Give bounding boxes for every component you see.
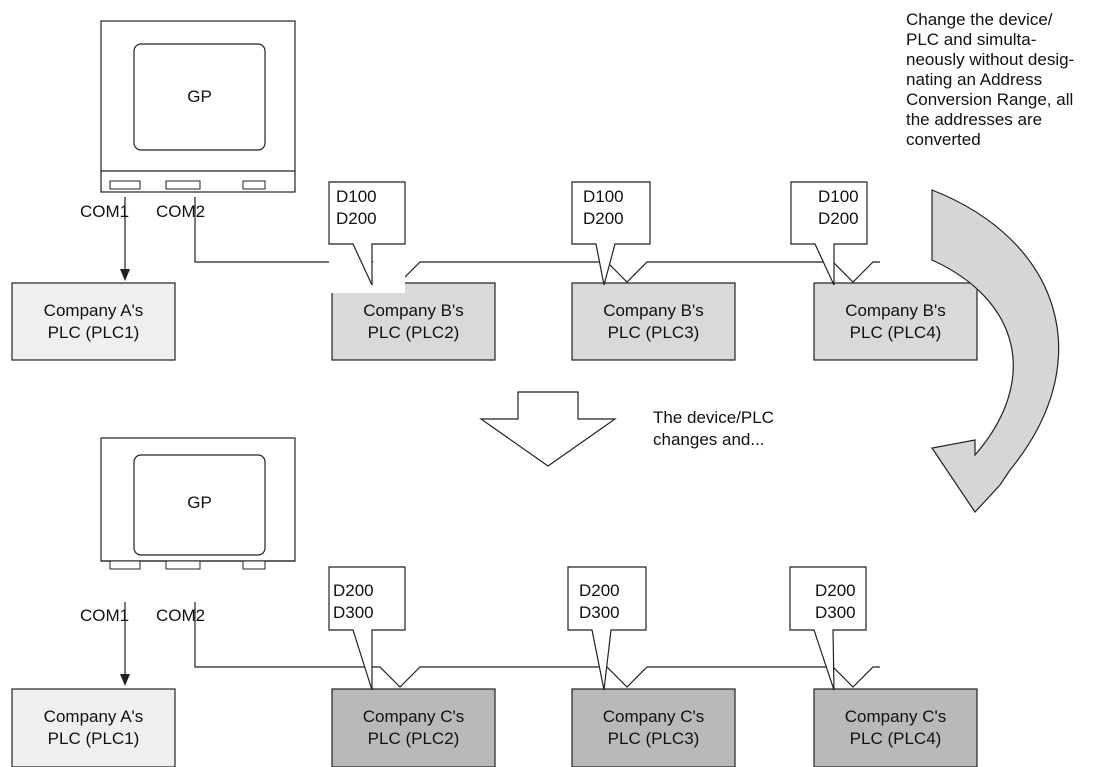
gp-unit-top xyxy=(100,20,296,193)
com2-label-bottom: COM2 xyxy=(156,606,206,625)
plc3-label-top: Company B's PLC (PLC3) xyxy=(603,301,704,342)
address-top-plc2: D100 D200 xyxy=(336,187,377,228)
plc2-label-bottom: Company C's PLC (PLC2) xyxy=(362,707,465,748)
gp-label-bottom: GP xyxy=(187,493,212,512)
plc1-label-bottom: Company A's PLC (PLC1) xyxy=(43,707,144,748)
callout-top-1 xyxy=(329,232,405,293)
com1-label-bottom: COM1 xyxy=(80,606,130,625)
callout-bottom-plc4 xyxy=(789,566,867,691)
callout-bottom-plc2 xyxy=(328,566,406,691)
callout-top-plc3 xyxy=(571,181,651,286)
com2-port-bottom xyxy=(165,560,201,570)
gp-screen-bottom xyxy=(133,454,266,556)
address-bottom-plc2: D200 D300 xyxy=(333,581,374,622)
port-3-top xyxy=(242,180,266,190)
side-note: Change the device/ PLC and simulta- neou… xyxy=(906,10,1075,149)
plc4-label-top: Company B's PLC (PLC4) xyxy=(845,301,946,342)
down-arrow xyxy=(479,391,617,467)
arrow-head-top xyxy=(120,269,130,281)
gp-unit-bottom xyxy=(100,437,296,570)
plc3-label-bottom: Company C's PLC (PLC3) xyxy=(602,707,705,748)
plc2-box-top xyxy=(331,282,496,361)
callout-top-plc2 xyxy=(328,181,406,286)
plc2-box-bottom xyxy=(331,688,496,767)
callout-bottom-plc3 xyxy=(567,566,647,691)
gp-label-top: GP xyxy=(187,87,212,106)
address-bottom-plc4: D200 D300 xyxy=(815,581,856,622)
change-note: The device/PLC changes and... xyxy=(653,408,774,449)
bus-line-bottom xyxy=(194,602,880,688)
port-3-bottom xyxy=(242,560,266,570)
curved-arrow xyxy=(930,189,1060,513)
gp-screen-top xyxy=(133,43,266,151)
address-bottom-plc3: D200 D300 xyxy=(579,581,620,622)
plc1-box-bottom xyxy=(11,688,176,767)
plc3-box-top xyxy=(571,282,736,361)
com2-port-top xyxy=(165,180,201,190)
callout-top-plc4 xyxy=(790,181,868,286)
address-top-plc4: D100 D200 xyxy=(818,187,859,228)
plc3-box-bottom xyxy=(571,688,736,767)
address-top-plc3: D100 D200 xyxy=(583,187,624,228)
com1-port-bottom xyxy=(109,560,141,570)
plc4-box-top xyxy=(813,282,978,361)
plc1-label-top: Company A's PLC (PLC1) xyxy=(43,301,144,342)
plc4-box-bottom xyxy=(813,688,978,767)
com1-label-top: COM1 xyxy=(80,202,130,221)
arrow-head-bottom xyxy=(120,674,130,686)
plc2-label-top: Company B's PLC (PLC2) xyxy=(363,301,464,342)
plc1-box-top xyxy=(11,282,176,361)
plc4-label-bottom: Company C's PLC (PLC4) xyxy=(844,707,947,748)
com2-label-top: COM2 xyxy=(156,202,206,221)
com1-port-top xyxy=(109,180,141,190)
